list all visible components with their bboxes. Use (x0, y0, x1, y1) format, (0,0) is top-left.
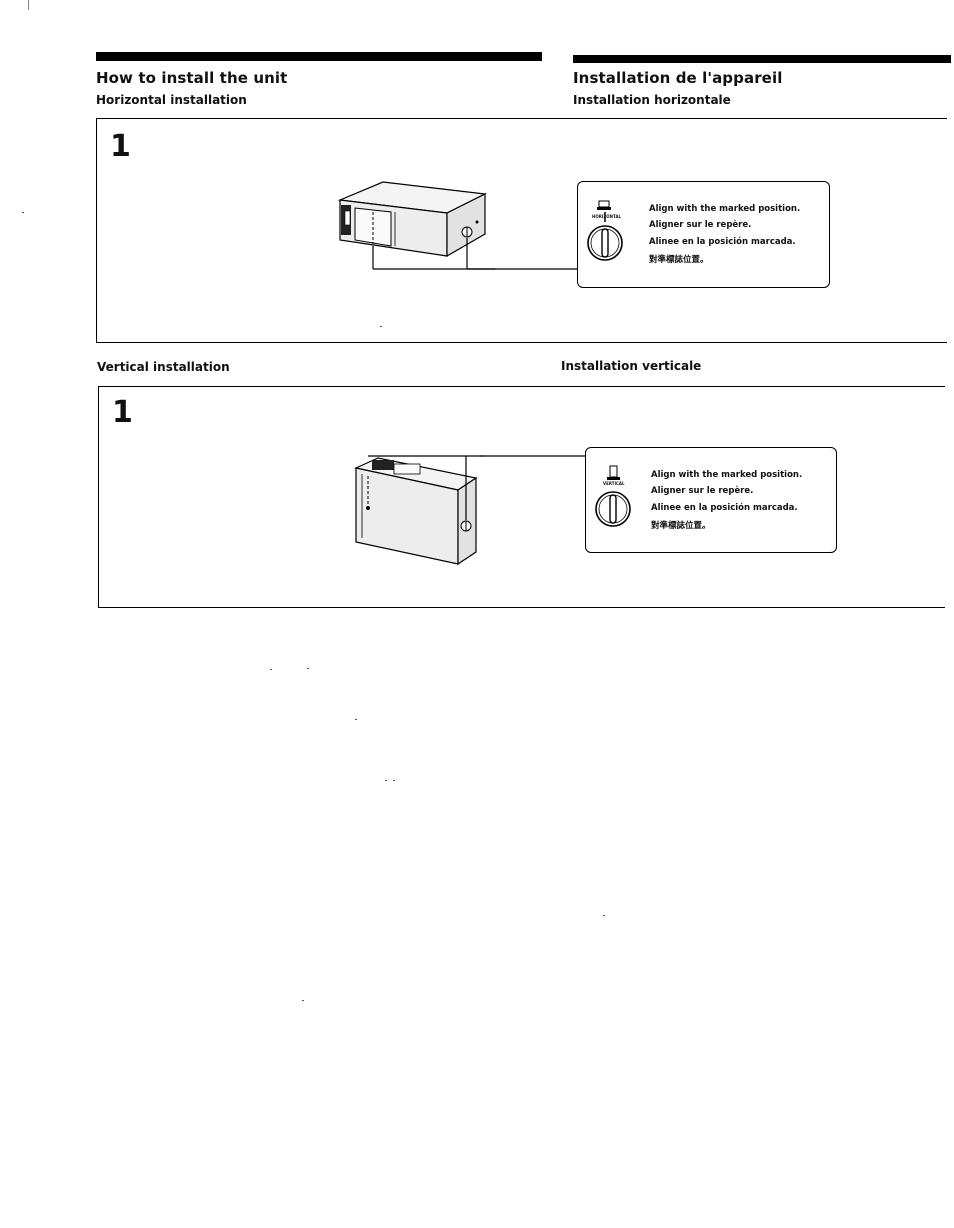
horizontal-step-frame (96, 118, 947, 343)
horizontal-dial-icon (587, 200, 623, 261)
vertical-step-frame (98, 386, 945, 608)
horizontal-dial-label: HORIZONTAL (592, 214, 622, 219)
horizontal-step-number: 1 (110, 129, 131, 164)
vertical-heading-en: Vertical installation (97, 360, 230, 374)
scan-speck (385, 780, 387, 781)
scan-speck (307, 668, 309, 669)
horizontal-note-en: Align with the marked position. (649, 204, 801, 214)
vertical-leader-line (480, 455, 586, 457)
right-header-rule (573, 55, 951, 63)
right-subtitle: Installation horizontale (573, 93, 731, 107)
vertical-unit-illustration (354, 455, 483, 566)
left-header-rule (96, 52, 542, 61)
horizontal-note-fr: Aligner sur le repère. (649, 220, 752, 230)
vertical-step-number: 1 (112, 395, 133, 430)
horizontal-note-es: Alinee en la posición marcada. (649, 237, 796, 247)
vertical-heading-fr: Installation verticale (561, 359, 702, 373)
scan-speck (270, 669, 272, 670)
vertical-dial-icon (595, 465, 631, 527)
vertical-callout (585, 447, 837, 553)
left-subtitle: Horizontal installation (96, 93, 247, 107)
horizontal-note-zh: 對準標誌位置。 (649, 255, 709, 265)
scan-speck (302, 1000, 304, 1001)
scan-speck (380, 326, 382, 327)
vertical-note-es: Alinee en la posición marcada. (651, 503, 798, 513)
horizontal-leader-line (494, 268, 579, 270)
right-title: Installation de l'appareil (573, 69, 783, 87)
left-title: How to install the unit (96, 69, 288, 87)
scan-speck (22, 212, 24, 213)
scan-speck (393, 780, 395, 781)
scan-speck (355, 719, 357, 720)
vertical-note-fr: Aligner sur le repère. (651, 486, 754, 496)
vertical-dial-label: VERTICAL (603, 481, 625, 486)
horizontal-unit-illustration (337, 181, 495, 270)
scan-speck (603, 915, 605, 916)
vertical-note-en: Align with the marked position. (651, 470, 803, 480)
vertical-note-zh: 對準標誌位置。 (651, 521, 711, 531)
page-edge-mark (28, 0, 29, 10)
